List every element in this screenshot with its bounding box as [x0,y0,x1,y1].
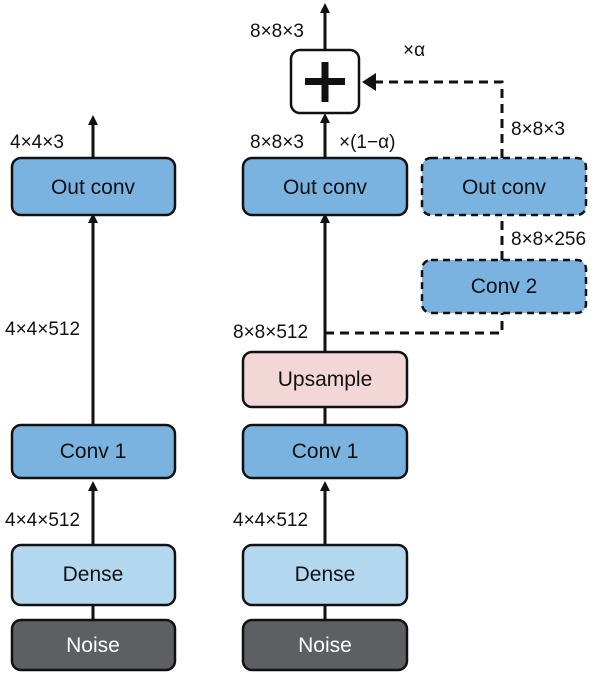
branch-plus-arrowhead [362,73,376,91]
right-outconv-out-dim: 8×8×3 [250,132,304,153]
right-column: Noise Dense Conv 1 Upsample Out conv 4×4… [233,3,409,672]
branch-conv2-box [420,258,588,315]
branch-upsample-to-conv2-line [325,313,504,335]
right-dense-box [241,543,409,607]
left-outconv-label: Out conv [51,176,136,199]
right-upsample-out-dim: 8×8×512 [233,322,308,343]
left-conv1-out-dim: 4×4×512 [5,319,80,340]
branch-conv2-label: Conv 2 [471,275,538,298]
left-outconv-box [10,156,177,217]
left-column: Noise Dense Conv 1 Out conv 4×4×512 4×4×… [5,115,177,672]
left-dense-out-dim: 4×4×512 [5,510,80,531]
left-dense-label: Dense [63,563,124,586]
left-conv1-label: Conv 1 [60,440,127,463]
branch-conv2-out-dim: 8×8×256 [511,229,586,250]
left-output-dim: 4×4×3 [10,132,64,153]
right-upsample-label: Upsample [278,368,373,391]
weight-one-minus-alpha: ×(1−α) [339,132,395,153]
new-branch: Conv 2 Out conv 8×8×256 8×8×3 ×α [325,40,588,335]
right-outconv-label: Out conv [283,176,368,199]
left-dense-box [10,543,177,607]
right-dense-out-dim: 4×4×512 [233,510,308,531]
left-conv1-box [10,423,177,480]
plus-node [289,48,361,115]
branch-outconv-label: Out conv [462,176,547,199]
branch-outconv-box [420,156,588,217]
right-dense-label: Dense [295,563,356,586]
plus-icon [305,62,345,102]
right-output-dim: 8×8×3 [250,21,304,42]
right-conv1-box [241,423,409,480]
left-noise-label: Noise [66,634,120,657]
branch-outconv-out-dim: 8×8×3 [511,119,565,140]
left-noise-box [10,618,177,672]
branch-outconv-to-plus-line [375,80,504,158]
right-conv1-label: Conv 1 [292,440,359,463]
right-upsample-box [241,350,409,409]
right-outconv-box [241,156,409,217]
weight-alpha: ×α [403,40,425,61]
right-noise-box [241,618,409,672]
right-noise-label: Noise [298,634,352,657]
